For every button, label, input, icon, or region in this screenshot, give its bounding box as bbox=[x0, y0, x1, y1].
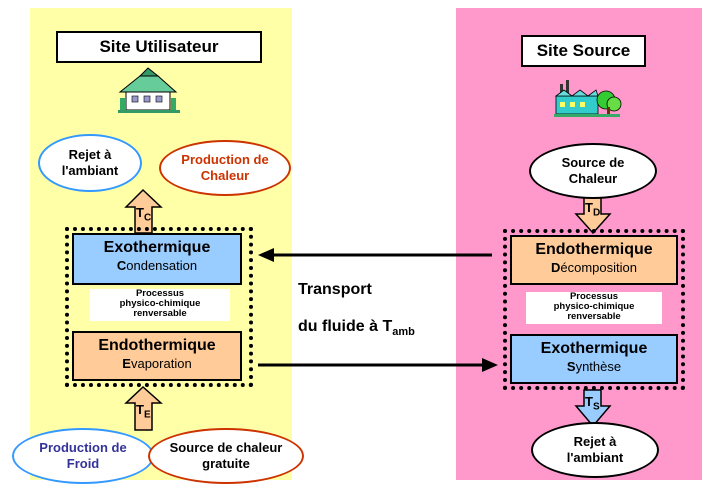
td-sub: D bbox=[592, 207, 601, 219]
transport-label: Transport bbox=[298, 281, 372, 299]
source-chaleur-ellipse: Source de Chaleur bbox=[529, 143, 657, 199]
house-icon bbox=[118, 67, 180, 113]
ts-main: T bbox=[585, 394, 593, 409]
right-process-frame bbox=[503, 229, 685, 390]
te-sub: E bbox=[143, 409, 151, 421]
production-chaleur-line-1: Production de bbox=[181, 152, 269, 167]
td-arrow bbox=[574, 195, 612, 235]
endo-sub-left: Evaporation bbox=[122, 356, 192, 371]
te-main: T bbox=[136, 402, 144, 417]
exothermique-condensation-box: Exothermique Condensation bbox=[72, 233, 242, 285]
process-label-right: Processus physico-chimique renversable bbox=[526, 292, 662, 324]
endo-title-left: Endothermique bbox=[98, 337, 216, 354]
endo-title-right: Endothermique bbox=[535, 241, 653, 258]
production-froid-ellipse: Production de Froid bbox=[12, 428, 154, 484]
source-chaleur-gratuite-ellipse: Source de chaleur gratuite bbox=[148, 428, 304, 484]
td-main: T bbox=[585, 200, 593, 215]
transport-sub: amb bbox=[392, 326, 415, 339]
rejet-right-line-1: Rejet à bbox=[573, 434, 617, 449]
exothermique-synthese-box: Exothermique Synthèse bbox=[510, 334, 678, 384]
te-label: TE bbox=[136, 402, 151, 421]
factory-icon bbox=[554, 80, 622, 117]
rejet-ambiant-ellipse-left: Rejet à l'ambiant bbox=[38, 134, 142, 192]
ts-label: TS bbox=[585, 394, 600, 413]
production-froid-line-1: Production de bbox=[39, 440, 127, 455]
td-label: TD bbox=[585, 200, 600, 219]
production-chaleur-line-2: Chaleur bbox=[200, 168, 250, 183]
source-gratuite-line-1: Source de chaleur bbox=[169, 440, 283, 455]
exo-sub-right: Synthèse bbox=[566, 359, 622, 374]
rejet-line-1: Rejet à bbox=[68, 147, 112, 162]
rejet-line-2: l'ambiant bbox=[61, 163, 119, 178]
transport-line-2: du fluide à T bbox=[298, 318, 393, 335]
ts-sub: S bbox=[592, 401, 600, 413]
rejet-ambiant-ellipse-right: Rejet à l'ambiant bbox=[531, 422, 659, 478]
source-gratuite-line-2: gratuite bbox=[202, 456, 250, 471]
endo-sub-right: Décomposition bbox=[551, 260, 637, 275]
rejet-right-line-2: l'ambiant bbox=[566, 450, 624, 465]
source-chaleur-line-1: Source de bbox=[561, 155, 625, 170]
site-source-title: Site Source bbox=[521, 35, 646, 67]
production-chaleur-ellipse: Production de Chaleur bbox=[159, 140, 291, 196]
source-chaleur-line-2: Chaleur bbox=[568, 171, 618, 186]
ts-arrow bbox=[574, 389, 612, 428]
endothermique-decomposition-box: Endothermique Décomposition bbox=[510, 235, 678, 285]
tc-sub: C bbox=[143, 212, 152, 224]
exo-sub-left: Condensation bbox=[116, 258, 198, 273]
transport-label-2: du fluide à Tamb bbox=[298, 318, 415, 338]
endothermique-evaporation-box: Endothermique Evaporation bbox=[72, 331, 242, 381]
production-froid-line-2: Froid bbox=[66, 456, 100, 471]
site-utilisateur-title: Site Utilisateur bbox=[56, 31, 262, 63]
tc-label: TC bbox=[136, 205, 151, 224]
exo-title-right: Exothermique bbox=[540, 340, 648, 357]
left-process-frame bbox=[65, 227, 253, 387]
te-arrow bbox=[124, 385, 163, 431]
exo-title-left: Exothermique bbox=[103, 239, 211, 256]
transport-line-1: Transport bbox=[298, 281, 372, 298]
tc-main: T bbox=[136, 205, 144, 220]
process-label-left: Processus physico-chimique renversable bbox=[90, 289, 230, 321]
